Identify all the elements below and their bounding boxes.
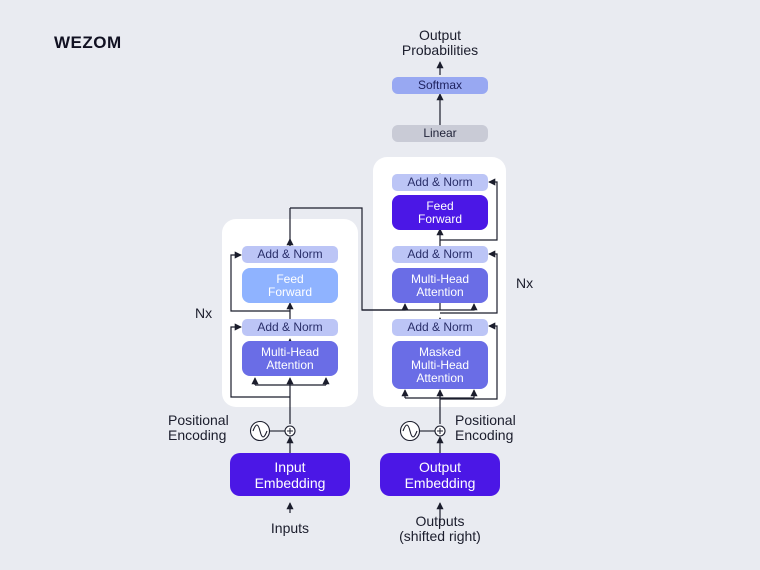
encoder-positional-encoding-icons	[249, 420, 296, 442]
encoder-add-norm-bottom: Add & Norm	[242, 319, 338, 336]
outputs-shifted-right-label: Outputs (shifted right)	[399, 513, 481, 544]
encoder-nx-label: Nx	[195, 305, 213, 321]
inputs-label: Inputs	[270, 520, 310, 536]
decoder-add-norm-top: Add & Norm	[392, 174, 488, 191]
decoder-masked-multi-head-attention: Masked Multi-Head Attention	[392, 341, 488, 389]
output-embedding: Output Embedding	[380, 453, 500, 496]
sine-wave-icon	[399, 420, 421, 442]
plus-circle-icon	[284, 425, 296, 437]
encoder-positional-encoding-label: Positional Encoding	[168, 412, 229, 443]
decoder-add-norm-bottom: Add & Norm	[392, 319, 488, 336]
output-probabilities-label: Output Probabilities	[401, 27, 479, 58]
decoder-nx-label: Nx	[516, 275, 534, 291]
input-embedding: Input Embedding	[230, 453, 350, 496]
encoder-add-norm-top: Add & Norm	[242, 246, 338, 263]
decoder-feed-forward: Feed Forward	[392, 195, 488, 230]
sine-wave-icon	[249, 420, 271, 442]
linear-block: Linear	[392, 125, 488, 142]
decoder-positional-encoding-icons	[399, 420, 446, 442]
plus-circle-icon	[434, 425, 446, 437]
decoder-positional-encoding-label: Positional Encoding	[455, 412, 516, 443]
decoder-multi-head-attention: Multi-Head Attention	[392, 268, 488, 303]
wezom-logo: WEZOM	[54, 33, 122, 52]
encoder-feed-forward: Feed Forward	[242, 268, 338, 303]
encoder-multi-head-attention: Multi-Head Attention	[242, 341, 338, 376]
softmax-block: Softmax	[392, 77, 488, 94]
decoder-add-norm-mid: Add & Norm	[392, 246, 488, 263]
